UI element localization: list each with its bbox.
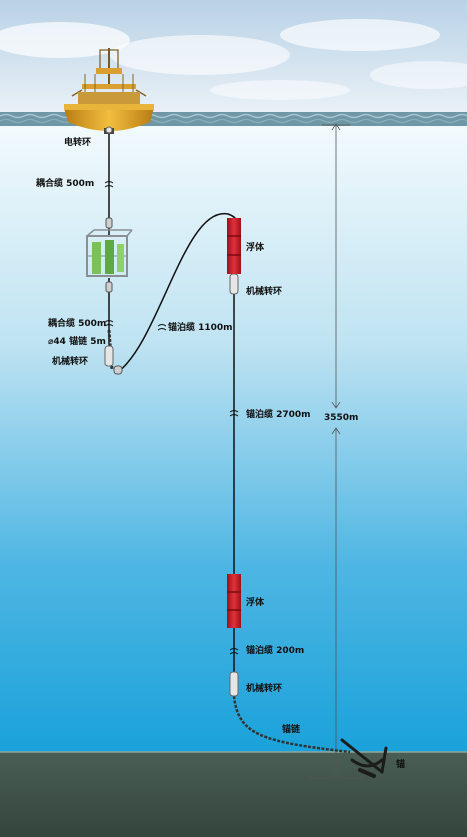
- label-mooring-1100: 锚泊缆 1100m: [168, 323, 233, 333]
- label-float-1: 浮体: [246, 243, 265, 253]
- label-mech-swivel-1: 机械转环: [52, 357, 89, 367]
- label-mooring-2700: 锚泊缆 2700m: [246, 410, 311, 420]
- cloud: [0, 22, 130, 58]
- label-coupling-cable-2: 耦合缆 500m: [48, 319, 107, 329]
- label-mech-swivel-3: 机械转环: [246, 684, 283, 694]
- line-break-markers: [104, 181, 239, 655]
- label-anchor: 锚: [396, 760, 406, 770]
- label-mech-swivel-2: 机械转环: [246, 287, 283, 297]
- anchor: [340, 738, 388, 778]
- label-electric-swivel: 电转环: [64, 138, 92, 148]
- mechanical-swivel: [104, 126, 239, 697]
- float-lower: [227, 574, 241, 628]
- label-mooring-200: 锚泊缆 200m: [246, 646, 305, 656]
- cloud: [280, 19, 440, 51]
- label-depth: 3550m: [324, 413, 359, 423]
- label-coupling-cable-1: 耦合缆 500m: [36, 179, 95, 189]
- instrument-frame: [86, 229, 133, 277]
- cloud: [370, 61, 467, 89]
- label-anchor-chain-44: ⌀44 锚链 5m: [48, 337, 106, 347]
- cloud: [110, 35, 290, 75]
- seabed: [0, 752, 467, 837]
- label-anchor-chain: 锚链: [282, 725, 301, 735]
- float-upper: [227, 218, 241, 274]
- depth-dimension: [308, 123, 364, 779]
- label-float-2: 浮体: [246, 598, 265, 608]
- cloud: [210, 80, 350, 100]
- cable-connectors: [105, 217, 123, 375]
